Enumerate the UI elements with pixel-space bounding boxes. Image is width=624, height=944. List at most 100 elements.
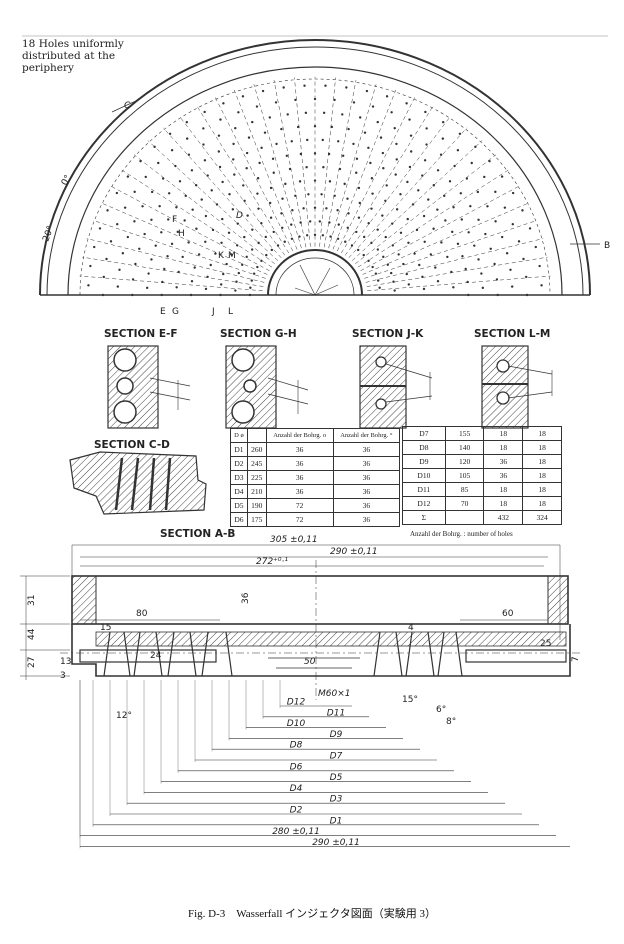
injector-hole: [441, 137, 445, 140]
injector-hole: [489, 247, 492, 251]
injector-hole: [370, 241, 373, 245]
periphery-note: 18 Holes uniformly distributed at the pe…: [22, 38, 124, 74]
injector-hole: [370, 177, 374, 180]
injector-hole: [333, 194, 336, 197]
injector-hole: [313, 125, 317, 128]
injector-hole: [421, 174, 424, 177]
injector-hole: [306, 138, 309, 142]
table-cell: 36: [332, 512, 401, 527]
injector-hole: [456, 148, 460, 152]
diameter-label: D8: [290, 741, 303, 751]
injector-hole: [367, 146, 370, 150]
radial-line: [162, 127, 282, 259]
inclined-bore: [395, 631, 403, 677]
injector-hole: [465, 177, 469, 180]
injector-hole: [480, 272, 483, 275]
injector-hole: [170, 242, 174, 246]
injector-hole: [464, 267, 467, 271]
injector-hole: [460, 218, 463, 221]
injector-hole: [481, 286, 485, 290]
injector-hole: [138, 247, 141, 251]
injector-hole: [131, 293, 134, 297]
injector-hole: [453, 164, 456, 168]
injector-hole: [296, 125, 300, 129]
injector-hole: [370, 207, 373, 210]
table-cell: 18: [483, 426, 524, 441]
injector-hole: [313, 97, 317, 101]
radial-line: [365, 238, 544, 283]
table-footnote: Anzahl der Bohrg. : number of holes: [410, 530, 513, 538]
injector-hole: [346, 226, 349, 229]
section-title-gh: SECTION G-H: [220, 328, 297, 340]
note-line: distributed at the: [22, 50, 116, 62]
injector-hole: [474, 145, 477, 149]
injector-hole: [214, 252, 217, 255]
dim-24: 24: [150, 651, 162, 661]
injector-hole: [534, 245, 537, 249]
table-cell: 260: [246, 442, 267, 457]
injector-hole: [269, 216, 273, 219]
injector-hole: [243, 235, 246, 239]
injector-hole: [393, 126, 396, 130]
injector-hole: [166, 255, 169, 258]
injector-hole: [411, 203, 415, 206]
radial-line: [344, 116, 451, 256]
injector-hole: [467, 231, 470, 234]
injector-hole: [247, 136, 251, 139]
injector-hole: [405, 272, 408, 276]
injector-hole: [424, 110, 427, 114]
injector-hole: [461, 255, 464, 258]
injector-hole: [116, 223, 119, 226]
injector-hole: [391, 222, 394, 225]
radial-line: [92, 220, 266, 279]
injector-hole: [405, 102, 408, 105]
injector-hole: [328, 180, 332, 183]
radial-line: [110, 185, 270, 271]
injector-hole: [204, 240, 207, 244]
injector-hole: [219, 293, 222, 297]
injector-hole: [408, 118, 411, 121]
injector-hole: [408, 165, 412, 169]
injector-hole: [362, 253, 365, 257]
injector-hole: [187, 241, 190, 244]
table-cell: 155: [444, 426, 485, 441]
section-mark-h: H: [178, 229, 185, 239]
radial-line: [348, 127, 468, 259]
injector-hole: [288, 167, 292, 171]
table-cell: [444, 510, 485, 525]
injector-hole: [406, 180, 409, 184]
injector-hole: [484, 232, 487, 236]
injector-hole: [381, 151, 385, 155]
dim-50: 50: [304, 657, 316, 667]
radial-line: [100, 202, 268, 275]
injector-hole: [102, 275, 106, 279]
angle-label: 0°: [60, 174, 74, 188]
injector-hole: [302, 207, 305, 210]
injector-hole: [320, 193, 323, 196]
dim-6deg: 6°: [436, 705, 446, 715]
injector-hole: [439, 153, 443, 156]
injector-hole: [307, 193, 310, 196]
injector-hole: [406, 217, 409, 221]
dim-80: 80: [136, 609, 148, 619]
radial-line: [253, 84, 302, 249]
note-line: periphery: [22, 62, 74, 74]
section-jk: [359, 345, 433, 429]
section-mark-b: B: [604, 241, 610, 251]
injector-hole: [157, 161, 160, 165]
diameter-label: D6: [290, 762, 303, 772]
injector-hole: [350, 244, 354, 247]
injector-hole: [153, 145, 156, 149]
inclined-bore: [437, 631, 445, 677]
table-header-cell: D ø: [230, 428, 248, 443]
injector-hole: [505, 252, 509, 255]
injector-hole: [227, 231, 231, 234]
injector-hole: [321, 234, 325, 237]
table-cell: 105: [444, 468, 485, 483]
injector-hole: [511, 191, 515, 195]
injector-hole: [256, 177, 260, 180]
